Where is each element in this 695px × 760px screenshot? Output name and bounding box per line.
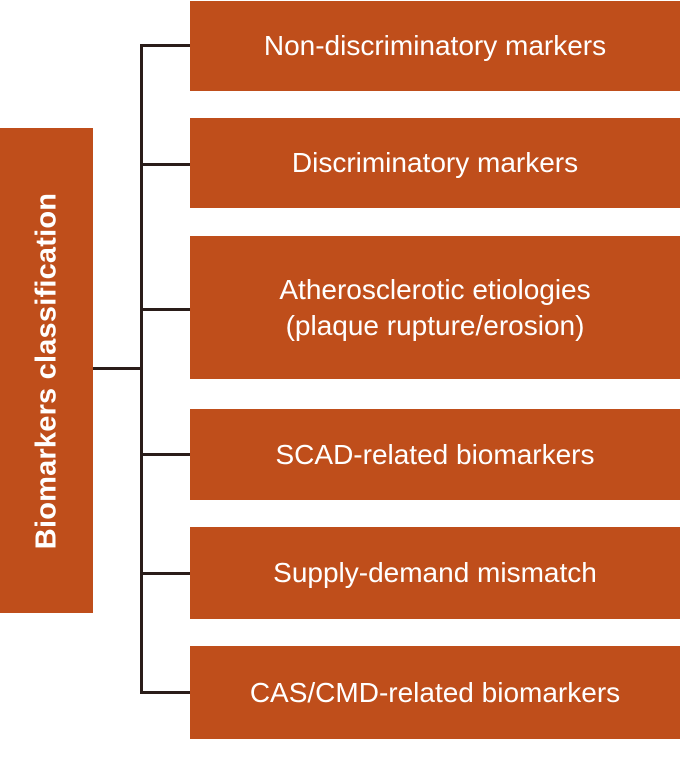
node-label: CAS/CMD-related biomarkers [249,676,621,708]
root-node-label: Biomarkers classification [30,192,62,549]
node-scad-related-biomarkers[interactable]: SCAD-related biomarkers [190,409,680,500]
connector-branch-3 [140,308,192,311]
connector-branch-5 [140,572,192,575]
node-label: Supply-demand mismatch [273,557,597,589]
node-cas-cmd-related-biomarkers[interactable]: CAS/CMD-related biomarkers [190,646,680,739]
connector-branch-6 [140,691,192,694]
node-discriminatory-markers[interactable]: Discriminatory markers [190,118,680,208]
node-non-discriminatory-markers[interactable]: Non-discriminatory markers [190,1,680,91]
connector-branch-4 [140,453,192,456]
connector-trunk-horizontal [93,367,143,370]
node-atherosclerotic-etiologies[interactable]: Atherosclerotic etiologies (plaque ruptu… [190,236,680,379]
node-supply-demand-mismatch[interactable]: Supply-demand mismatch [190,527,680,619]
node-label: SCAD-related biomarkers [275,438,595,470]
node-label: Discriminatory markers [291,147,579,179]
node-label: Non-discriminatory markers [263,30,607,62]
connector-spine-vertical [140,44,143,694]
connector-branch-1 [140,44,192,47]
root-node-biomarkers-classification[interactable]: Biomarkers classification [0,128,93,613]
connector-branch-2 [140,163,192,166]
node-label: Atherosclerotic etiologies (plaque ruptu… [279,273,591,341]
